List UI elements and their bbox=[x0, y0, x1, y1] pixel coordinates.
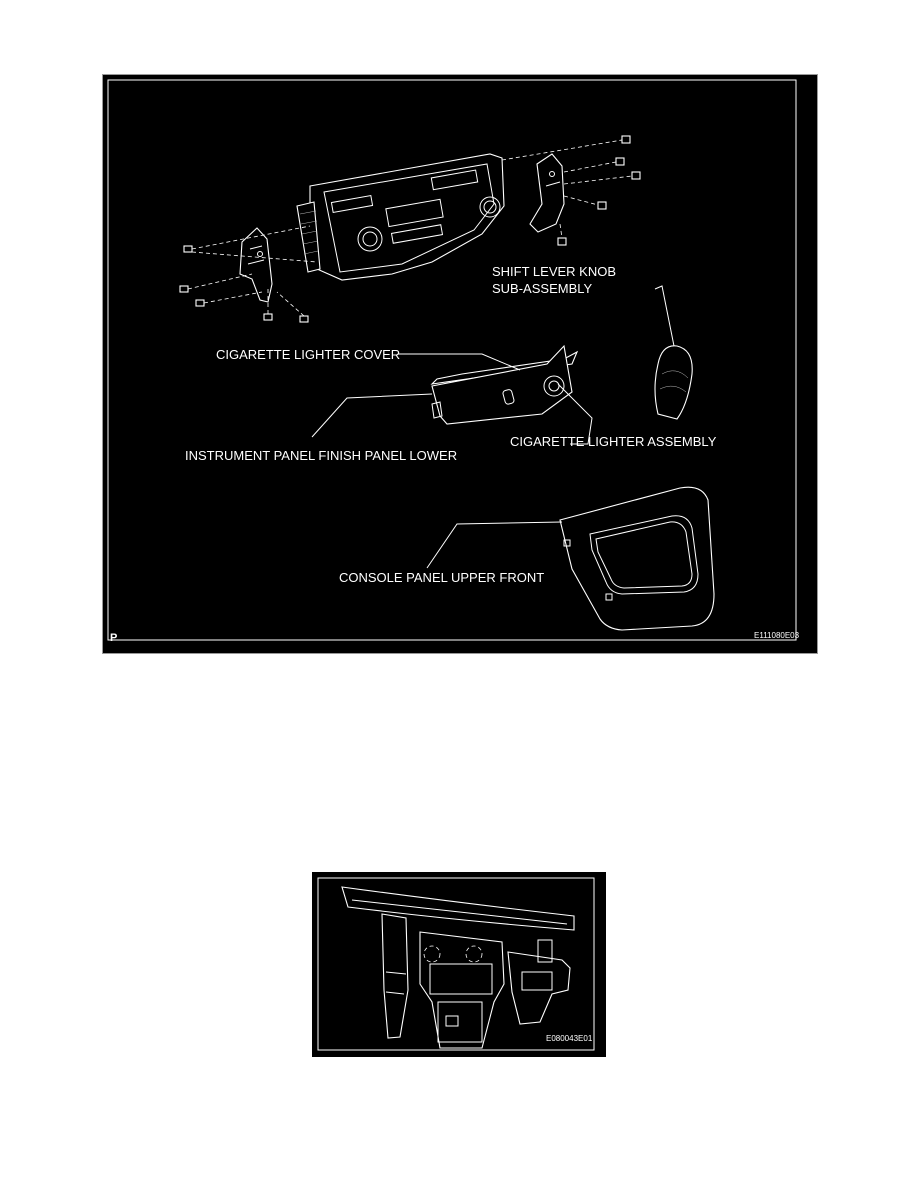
left-bracket bbox=[239, 227, 273, 303]
connector-housing-right bbox=[507, 951, 571, 1025]
mounting-arm bbox=[381, 913, 409, 1039]
connector-detail-figure: E080043E01 bbox=[312, 872, 606, 1057]
shift-lever-knob bbox=[654, 345, 693, 420]
label-shift-knob-line2: SUB-ASSEMBLY bbox=[492, 281, 593, 296]
bolt-group-left bbox=[179, 225, 318, 323]
volume-knob bbox=[357, 226, 383, 252]
exploded-view-figure: SHIFT LEVER KNOB SUB-ASSEMBLY CIGARETTE … bbox=[102, 74, 818, 654]
cigarette-lighter-socket bbox=[543, 375, 565, 397]
label-cigarette-lighter-assembly: CIGARETTE LIGHTER ASSEMBLY bbox=[510, 434, 717, 449]
connector-plug bbox=[437, 1001, 483, 1043]
corner-mark: P bbox=[110, 632, 117, 644]
label-finish-panel-lower: INSTRUMENT PANEL FINISH PANEL LOWER bbox=[185, 448, 457, 463]
exploded-view-drawing: SHIFT LEVER KNOB SUB-ASSEMBLY CIGARETTE … bbox=[102, 74, 818, 654]
leader-finish-panel bbox=[311, 393, 433, 438]
clip-right bbox=[465, 945, 483, 963]
leader-cigarette-cover bbox=[398, 353, 521, 371]
leader-console-panel bbox=[426, 521, 563, 569]
leader-shift-knob bbox=[654, 285, 675, 347]
console-panel-upper-front bbox=[559, 486, 715, 631]
figure-code: E111080E03 bbox=[754, 631, 800, 640]
audio-control-panel bbox=[296, 153, 505, 281]
label-console-panel-upper-front: CONSOLE PANEL UPPER FRONT bbox=[339, 570, 544, 585]
connector-detail-drawing: E080043E01 bbox=[317, 877, 595, 1051]
finish-panel-lower bbox=[430, 344, 579, 425]
bolt-group-right bbox=[501, 135, 641, 246]
cigarette-lighter-cover bbox=[502, 389, 515, 405]
figure-code: E080043E01 bbox=[546, 1034, 593, 1043]
connector-bracket bbox=[419, 931, 505, 1049]
label-cigarette-lighter-cover: CIGARETTE LIGHTER COVER bbox=[216, 347, 400, 362]
right-bracket bbox=[529, 153, 565, 233]
label-shift-knob-line1: SHIFT LEVER KNOB bbox=[492, 264, 616, 279]
leader-cigarette-assembly bbox=[557, 383, 593, 445]
clip-left bbox=[423, 945, 441, 963]
panel-edge bbox=[341, 886, 575, 931]
tune-knob bbox=[479, 196, 501, 218]
